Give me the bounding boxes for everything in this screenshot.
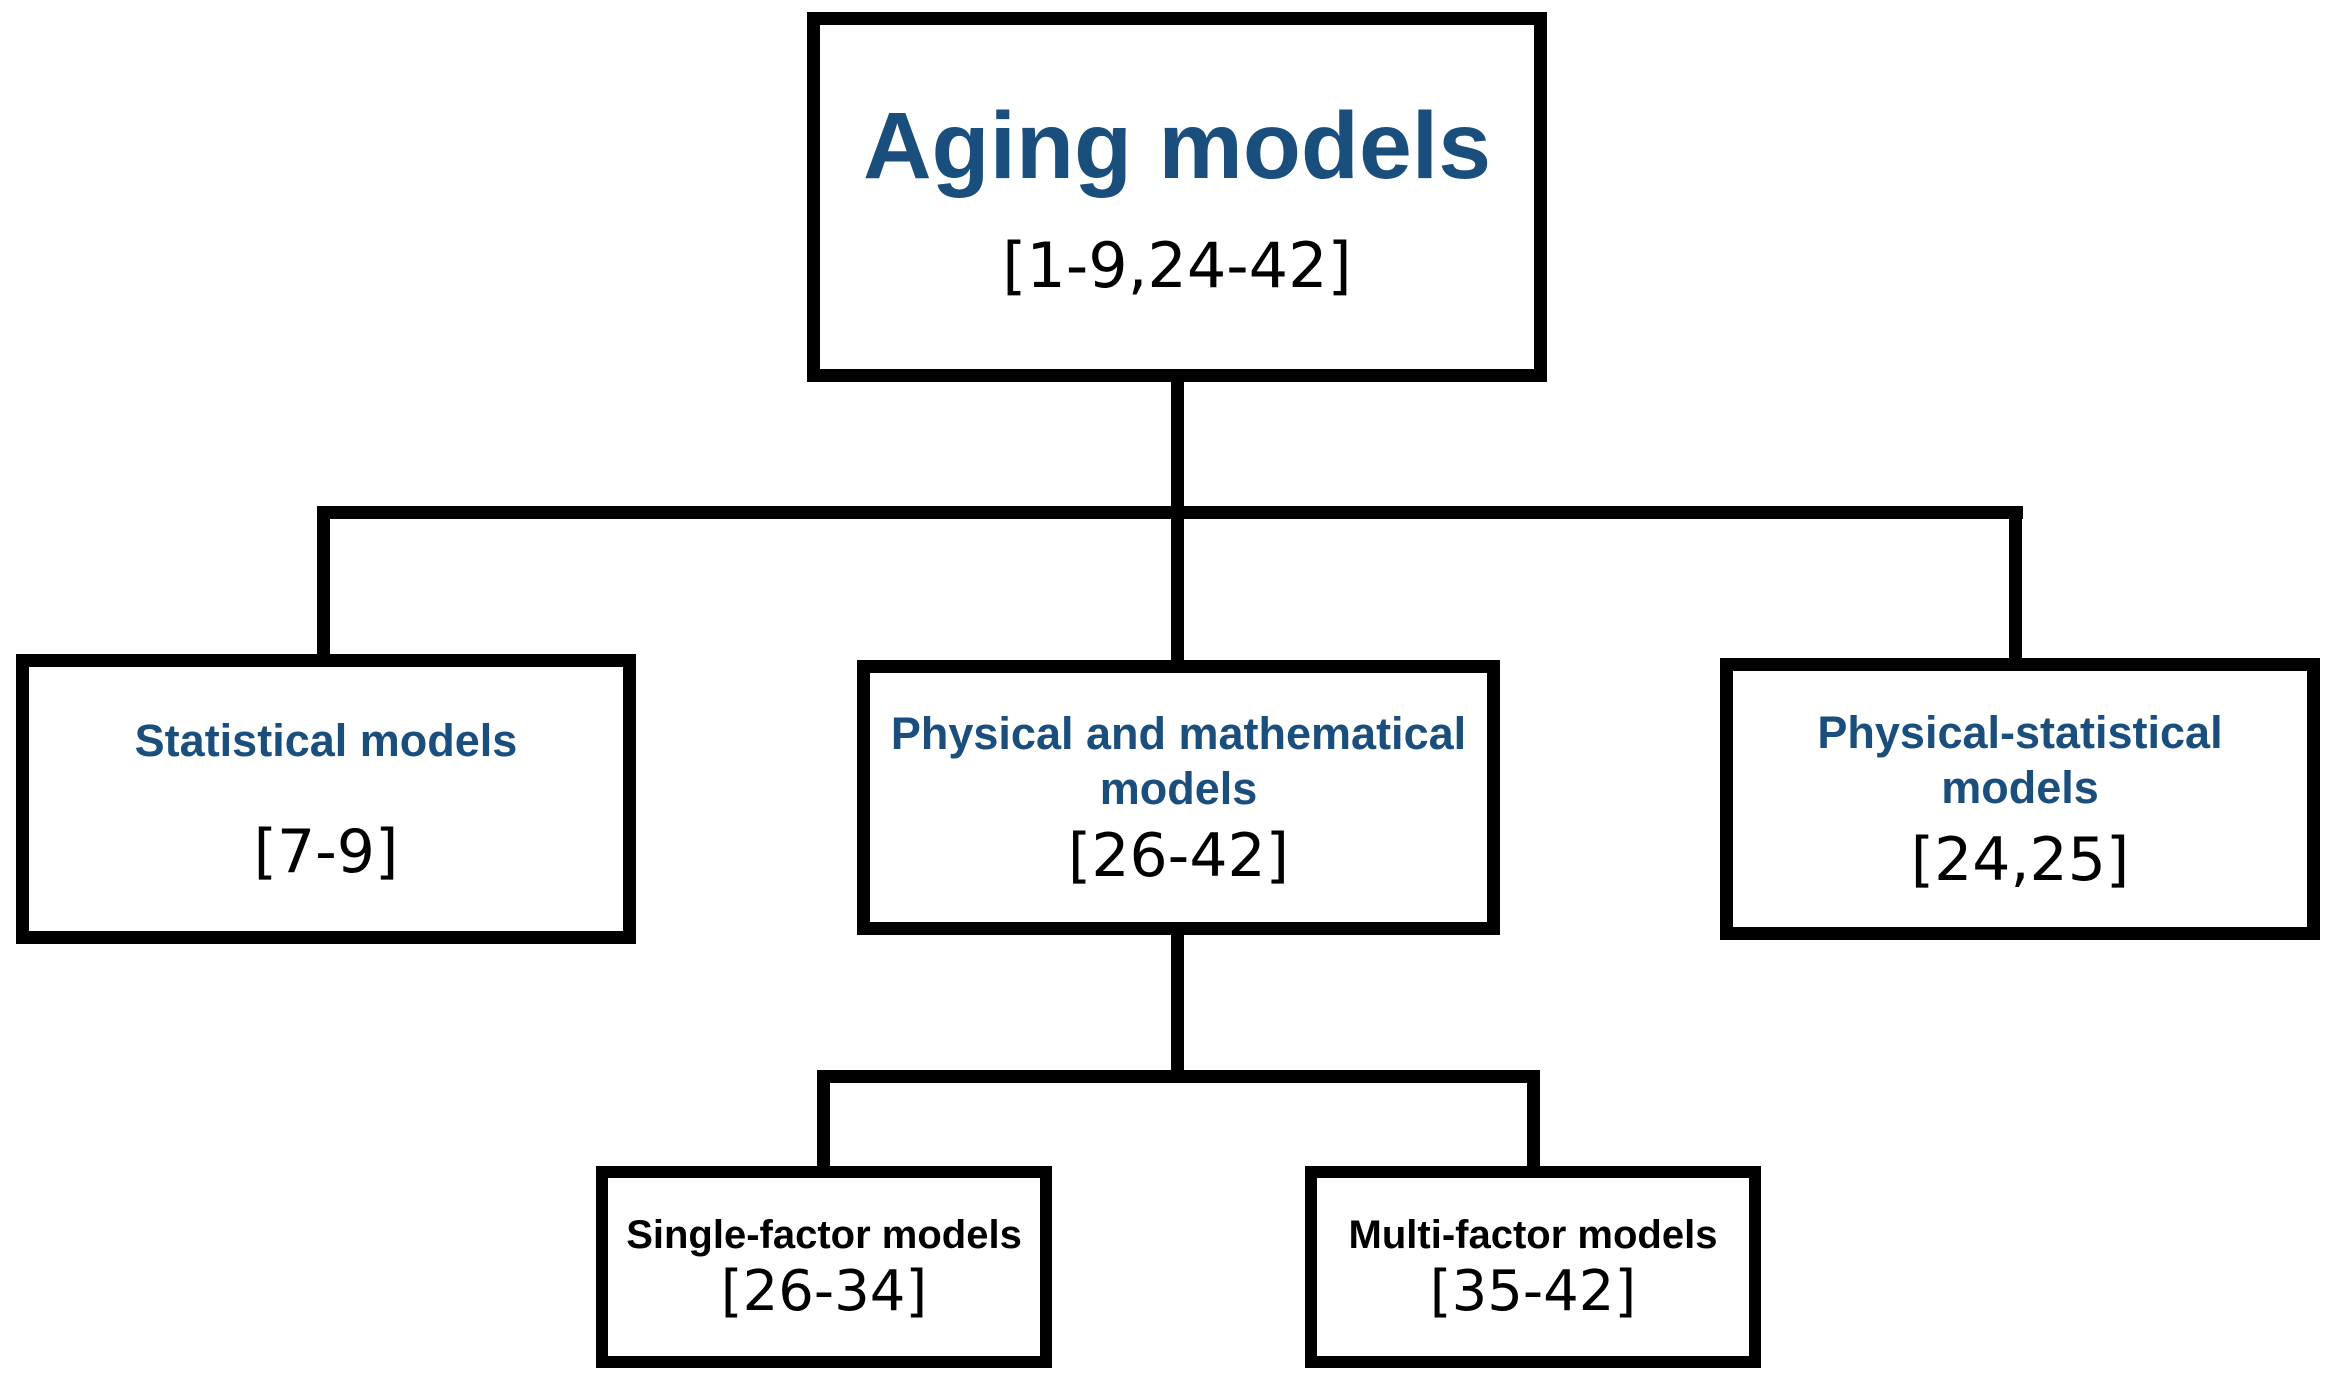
node-single-factor-models-title: Single-factor models [626, 1212, 1022, 1257]
connector-drop-statistical [317, 506, 330, 668]
connector-level1-horizontal [317, 506, 2023, 519]
node-physical-statistical-models: Physical-statistical models [24,25] [1720, 658, 2320, 940]
node-multi-factor-models: Multi-factor models [35-42] [1305, 1166, 1761, 1368]
node-multi-factor-models-refs: [35-42] [1429, 1258, 1637, 1324]
node-multi-factor-models-title: Multi-factor models [1348, 1212, 1718, 1257]
connector-drop-single-factor [817, 1070, 830, 1176]
node-physical-mathematical-models-title: Physical and mathematical models [891, 707, 1466, 817]
node-physical-statistical-models-title: Physical-statistical models [1817, 706, 2222, 816]
connector-level2-horizontal [817, 1070, 1540, 1083]
connector-drop-physical-mathematical [1171, 506, 1184, 674]
connector-drop-multi-factor [1527, 1070, 1540, 1176]
node-physical-mathematical-models-refs: [26-42] [1067, 820, 1290, 891]
title-line-1: Physical-statistical [1817, 706, 2223, 758]
title-line-2: models [1941, 761, 2099, 813]
node-statistical-models: Statistical models [7-9] [16, 654, 636, 944]
node-physical-statistical-models-refs: [24,25] [1910, 825, 2130, 896]
node-single-factor-models-refs: [26-34] [720, 1258, 928, 1324]
title-line-1: Physical and mathematical [890, 708, 1467, 760]
node-aging-models: Aging models [1-9,24-42] [807, 12, 1547, 382]
node-aging-models-refs: [1-9,24-42] [1002, 228, 1352, 302]
connector-physmath-drop [1171, 921, 1184, 1083]
connector-drop-physical-statistical [2009, 506, 2022, 672]
connector-root-drop [1171, 368, 1184, 519]
node-statistical-models-refs: [7-9] [253, 816, 399, 887]
node-physical-mathematical-models: Physical and mathematical models [26-42] [857, 660, 1500, 935]
node-statistical-models-title: Statistical models [134, 715, 518, 767]
node-single-factor-models: Single-factor models [26-34] [596, 1166, 1052, 1368]
title-line-2: models [1099, 763, 1258, 814]
node-aging-models-title: Aging models [862, 93, 1492, 200]
